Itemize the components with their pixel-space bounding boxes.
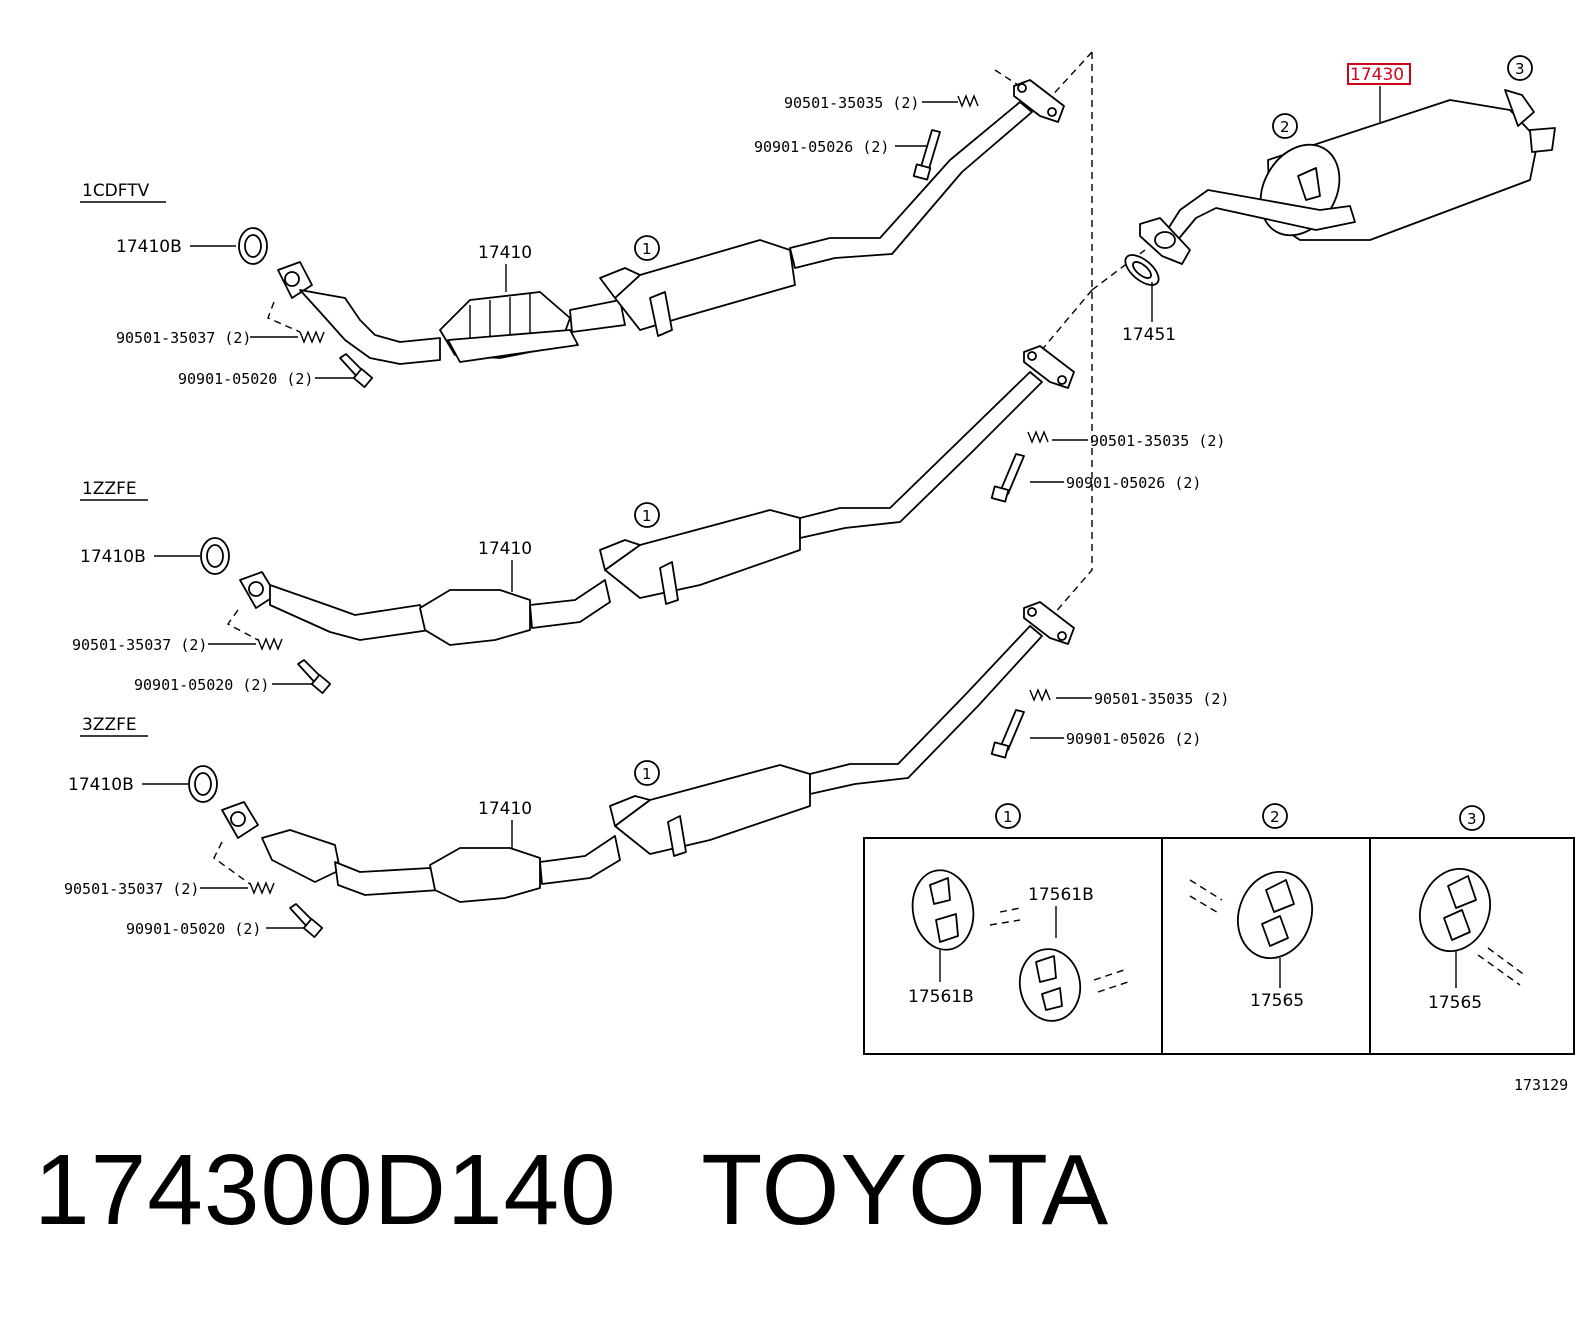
figure-number: 173129 [1514, 1076, 1568, 1090]
variant-label-1cdftv: 1CDFTV [82, 181, 150, 201]
label-90901-05020-c: 90901-05020 (2) [126, 920, 261, 938]
label-90901-05026-a: 90901-05026 (2) [754, 138, 889, 156]
label-90501-35035-a: 90501-35035 (2) [784, 94, 919, 112]
label-17410b-c: 17410B [68, 775, 134, 795]
label-17410-a: 17410 [478, 243, 532, 263]
label-90501-35037-c: 90501-35037 (2) [64, 880, 199, 898]
label-17410-c: 17410 [478, 799, 532, 819]
callout-3-detail: 3 [1467, 810, 1477, 828]
callout-1-b: 1 [642, 507, 652, 525]
variant-1cdftv: 1CDFTV 17410B 17410 1 90501-35035 (2) 90 [80, 79, 1065, 388]
variant-label-3zzfe: 3ZZFE [82, 715, 137, 735]
muffler-assembly: 17430 3 2 17451 [1122, 55, 1556, 345]
callout-1-detail: 1 [1003, 808, 1013, 826]
label-17430: 17430 [1350, 65, 1404, 85]
label-90501-35037-b: 90501-35037 (2) [72, 636, 207, 654]
label-17565-b: 17565 [1428, 993, 1482, 1013]
label-90901-05020-b: 90901-05020 (2) [134, 676, 269, 694]
label-90901-05026-c: 90901-05026 (2) [1066, 730, 1201, 748]
label-90501-35037-a: 90501-35037 (2) [116, 329, 251, 347]
callout-3-a: 3 [1515, 60, 1525, 78]
variant-1zzfe: 1ZZFE 17410B 17410 1 90501-35035 (2) 909… [72, 345, 1225, 694]
label-17561b-b: 17561B [1028, 885, 1094, 905]
variant-3zzfe: 3ZZFE 17410B 17410 1 90501-35035 (2) 909… [64, 601, 1229, 938]
hanger-detail-box: 1 2 3 17561B 17561B 17565 17565 [863, 803, 1575, 1055]
spring-icon [957, 94, 979, 108]
label-17561b-a: 17561B [908, 987, 974, 1007]
label-17451: 17451 [1122, 325, 1176, 345]
label-17565-a: 17565 [1250, 991, 1304, 1011]
label-17410-b: 17410 [478, 539, 532, 559]
callout-2-a: 2 [1280, 118, 1290, 136]
variant-label-1zzfe: 1ZZFE [82, 479, 137, 499]
callout-1-a: 1 [642, 240, 652, 258]
label-17410b: 17410B [116, 237, 182, 257]
connection-dashed-line [1039, 52, 1093, 631]
label-90501-35035-c: 90501-35035 (2) [1094, 690, 1229, 708]
label-90901-05026-b: 90901-05026 (2) [1066, 474, 1201, 492]
highlight-box-17430 [1347, 63, 1411, 85]
label-17410b-b: 17410B [80, 547, 146, 567]
label-90501-35035-b: 90501-35035 (2) [1090, 432, 1225, 450]
callout-2-detail: 2 [1270, 808, 1280, 826]
exhaust-parts-diagram: 1CDFTV 17410B 17410 1 90501-35035 (2) 90 [64, 51, 1575, 1090]
callout-1-c: 1 [642, 765, 652, 783]
label-90901-05020-a: 90901-05020 (2) [178, 370, 313, 388]
part-number-caption: 174300D140 TOYOTA [34, 1134, 1110, 1246]
